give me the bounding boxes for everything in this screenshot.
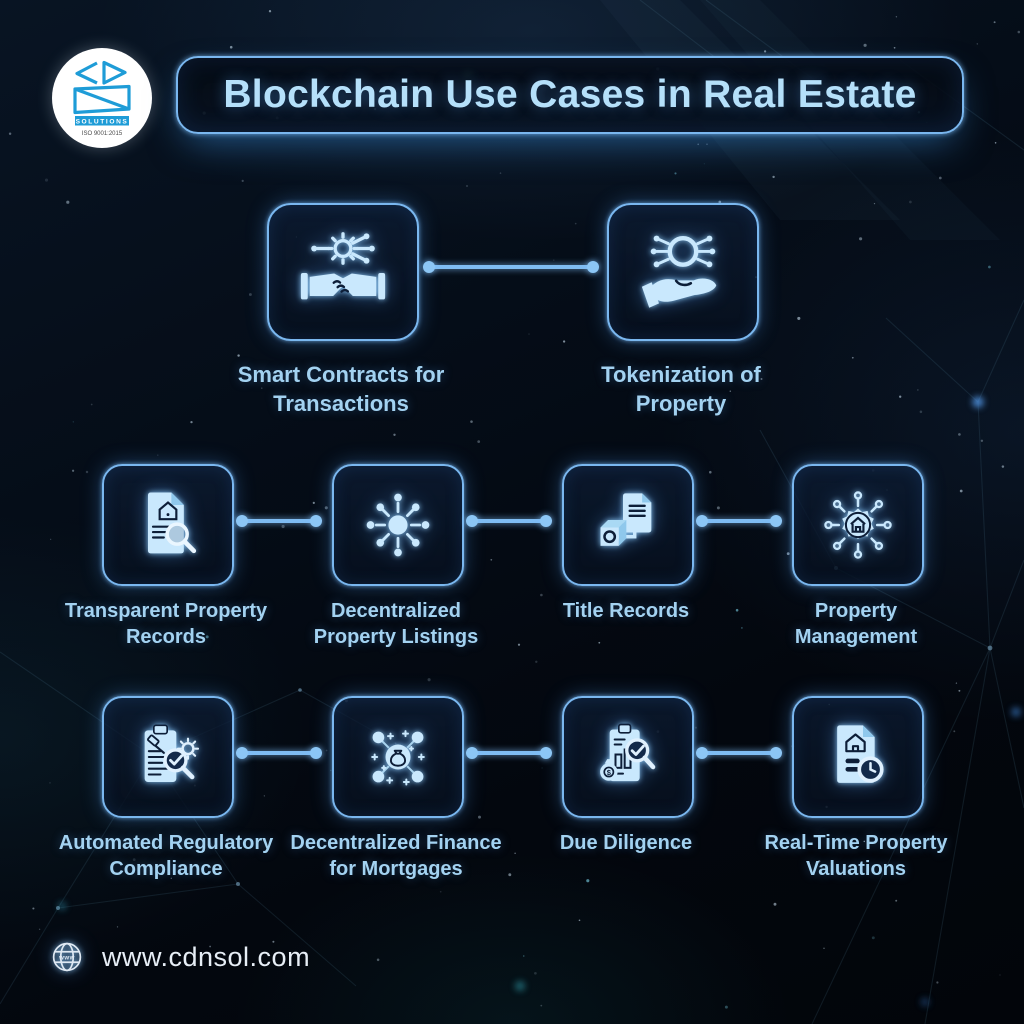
svg-text:www: www — [58, 954, 75, 961]
card-smart-contracts — [267, 203, 419, 341]
card-property-management — [792, 464, 924, 586]
card-title-records — [562, 464, 694, 586]
title-banner: Blockchain Use Cases in Real Estate — [176, 56, 964, 134]
card-decentralized-listings — [332, 464, 464, 586]
connector-row2-b — [466, 515, 552, 527]
card-transparent-records — [102, 464, 234, 586]
title-records-icon — [588, 485, 668, 565]
card-label-realtime-valuations: Real-Time Property Valuations — [764, 832, 948, 881]
decentralized-listings-icon — [358, 485, 438, 565]
card-regulatory-compliance — [102, 696, 234, 818]
connector-row1 — [423, 261, 599, 273]
card-label-decentralized-listings: Decentralized Property Listings — [313, 600, 479, 649]
card-tokenization — [607, 203, 759, 341]
transparent-records-icon — [128, 485, 208, 565]
cdn-solutions-logo-icon: SOLUTIONS ISO 9001:2015 — [73, 60, 131, 137]
connector-row3-b — [466, 747, 552, 759]
card-label-property-management: Property Management — [794, 600, 918, 649]
card-label-tokenization: Tokenization of Property — [601, 362, 761, 417]
due-diligence-icon: $ — [588, 717, 668, 797]
card-label-defi-mortgages: Decentralized Finance for Mortgages — [290, 832, 502, 881]
svg-text:SOLUTIONS: SOLUTIONS — [76, 118, 129, 125]
footer: www www.cdnsol.com — [46, 936, 310, 978]
realtime-valuations-icon — [818, 717, 898, 797]
card-label-title-records: Title Records — [562, 600, 690, 622]
card-realtime-valuations — [792, 696, 924, 818]
regulatory-compliance-icon — [128, 717, 208, 797]
website-url: www.cdnsol.com — [102, 941, 311, 972]
globe-icon: www — [46, 936, 88, 978]
company-logo: SOLUTIONS ISO 9001:2015 — [52, 48, 152, 148]
tokenization-icon — [636, 225, 730, 319]
connector-row3-a — [236, 747, 322, 759]
card-label-transparent-records: Transparent Property Records — [64, 600, 268, 649]
connector-row2-c — [696, 515, 782, 527]
page-title: Blockchain Use Cases in Real Estate — [223, 73, 917, 116]
connector-row3-c — [696, 747, 782, 759]
defi-mortgages-icon — [358, 717, 438, 797]
card-label-regulatory-compliance: Automated Regulatory Compliance — [58, 832, 274, 881]
card-defi-mortgages — [332, 696, 464, 818]
smart-contracts-icon — [296, 225, 390, 319]
card-label-smart-contracts: Smart Contracts for Transactions — [237, 362, 445, 417]
svg-text:ISO 9001:2015: ISO 9001:2015 — [82, 131, 123, 137]
property-management-icon — [818, 485, 898, 565]
card-label-due-diligence: Due Diligence — [559, 832, 693, 854]
svg-text:$: $ — [607, 768, 612, 777]
connector-row2-a — [236, 515, 322, 527]
card-due-diligence: $ — [562, 696, 694, 818]
